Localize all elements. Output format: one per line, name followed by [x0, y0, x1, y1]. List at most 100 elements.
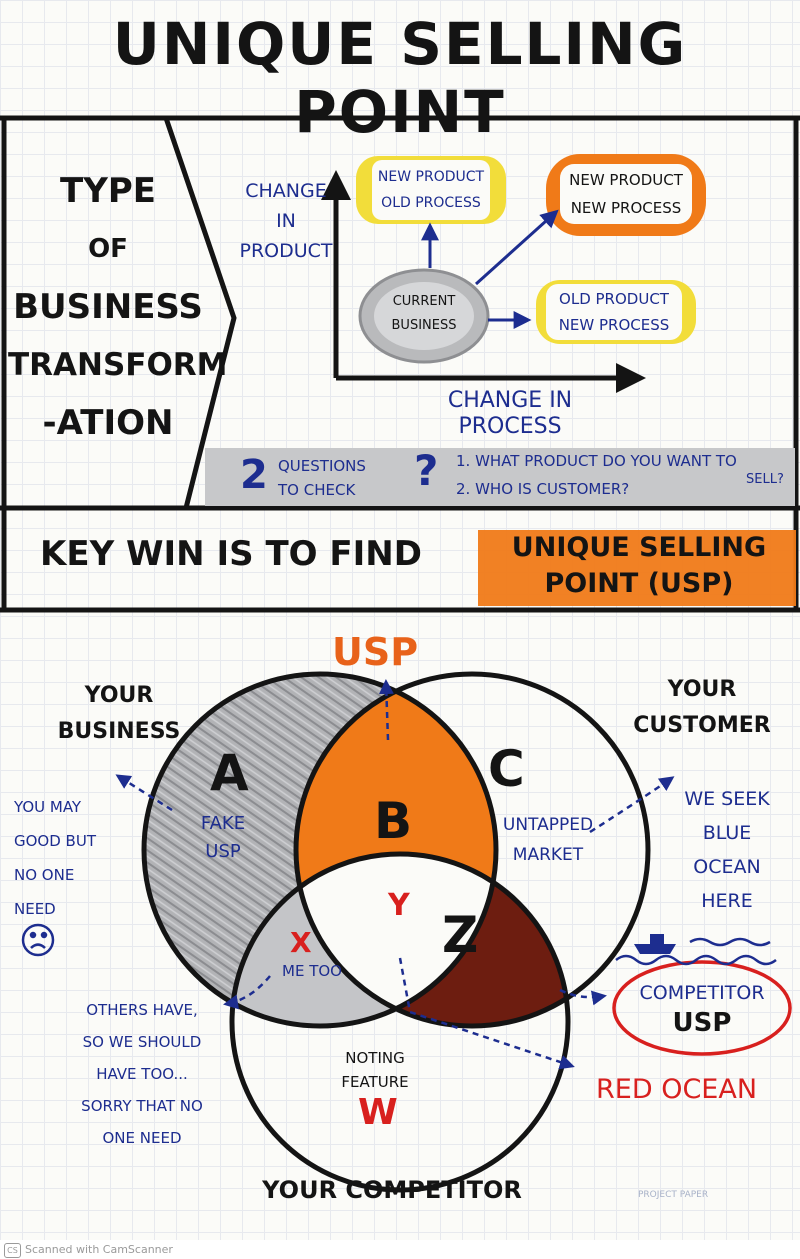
scan-footer: CS Scanned with CamScanner — [0, 1240, 800, 1259]
transformation-label-line: TYPE — [60, 171, 156, 211]
camscanner-logo-icon: CS — [4, 1242, 21, 1258]
region-c-line: UNTAPPED — [502, 815, 594, 835]
question-1: 1. WHAT PRODUCT DO YOU WANT TO — [456, 452, 737, 470]
old-product-new-process-box: OLD PRODUCT NEW PROCESS — [546, 286, 682, 338]
usp-highlight-marker — [478, 530, 796, 606]
region-x-text: ME TOO — [282, 962, 342, 980]
x-axis-label: CHANGE IN PROCESS — [410, 388, 610, 440]
competitor-usp-oval — [612, 960, 792, 1056]
region-c-text: UNTAPPED MARKET — [478, 810, 618, 870]
region-c-letter: C — [488, 740, 525, 798]
usp-highlight: UNIQUE SELLING POINT (USP) — [486, 530, 792, 602]
question-mark: ? — [414, 446, 439, 495]
note-line: BLUE — [702, 822, 752, 844]
region-w-line: NOTING — [345, 1049, 405, 1067]
competitor-circle — [229, 851, 571, 1193]
region-w-line: FEATURE — [341, 1073, 409, 1091]
note-line: HAVE TOO... — [96, 1065, 188, 1083]
your-competitor-label: YOUR COMPETITOR — [262, 1176, 522, 1204]
box-line: NEW PRODUCT — [377, 169, 485, 185]
transformation-axes — [321, 170, 646, 393]
question-1-end: SELL? — [746, 472, 784, 487]
venn-arrows — [115, 679, 675, 1070]
note-line: GOOD BUT — [14, 832, 96, 850]
transformation-label-line: -ATION — [42, 403, 174, 443]
scan-footer-text: Scanned with CamScanner — [25, 1243, 173, 1256]
boat-icon — [615, 934, 777, 966]
note-line: SORRY THAT NO — [81, 1097, 203, 1115]
competitor-usp-label: COMPETITOR USP — [616, 978, 788, 1038]
region-w-letter: W — [358, 1092, 398, 1133]
current-business-label: CURRENT BUSINESS — [370, 290, 478, 338]
business-circle — [141, 671, 499, 1029]
current-business-line: CURRENT — [392, 294, 456, 309]
region-b-letter: B — [374, 792, 413, 850]
usp-highlight-line: UNIQUE SELLING — [511, 532, 767, 563]
region-z-letter: Z — [442, 906, 479, 964]
your-customer-label: YOUR CUSTOMER — [612, 672, 792, 744]
region-a-letter: A — [210, 744, 249, 802]
transformation-arrows — [421, 209, 559, 329]
note-line: YOU MAY — [14, 798, 82, 816]
page-title: UNIQUE SELLING POINT — [112, 10, 688, 146]
x-axis-label-line: PROCESS — [458, 414, 562, 439]
transformation-label-line: TRANSFORM — [8, 347, 228, 383]
region-a-line: FAKE — [200, 813, 246, 834]
questions-number: 2 — [240, 452, 268, 498]
y-axis-label-line: PRODUCT — [239, 240, 333, 262]
region-a-line: USP — [205, 841, 241, 862]
box-line: NEW PRODUCT — [569, 171, 683, 189]
new-product-new-process-box: NEW PRODUCT NEW PROCESS — [560, 166, 692, 222]
y-axis-label-line: IN — [276, 210, 296, 232]
questions-label-line: QUESTIONS — [278, 457, 366, 475]
note-blue-ocean: WE SEEK BLUE OCEAN HERE — [672, 782, 782, 918]
current-business-line: BUSINESS — [391, 318, 457, 333]
region-x-letter: X — [290, 926, 312, 959]
questions-label: QUESTIONS TO CHECK — [278, 454, 366, 502]
y-axis-label: CHANGE IN PRODUCT — [238, 176, 334, 266]
competitor-usp-line: USP — [672, 1008, 732, 1038]
box-line: OLD PROCESS — [381, 195, 481, 211]
questions-band — [205, 448, 795, 506]
region-y-letter: Y — [388, 888, 410, 923]
note-you-may: YOU MAY GOOD BUT NO ONE NEED — [14, 790, 124, 926]
paper-watermark: PROJECT PAPER — [638, 1190, 709, 1200]
current-business-oval-inner — [374, 282, 474, 350]
new-product-old-process-box: NEW PRODUCT OLD PROCESS — [372, 164, 490, 216]
question-2: 2. WHO IS CUSTOMER? — [456, 480, 630, 498]
note-line: OTHERS HAVE, — [86, 1001, 198, 1019]
region-w-text: NOTING FEATURE — [310, 1046, 440, 1094]
box-line: NEW PROCESS — [570, 199, 682, 217]
note-line: NO ONE — [14, 866, 75, 884]
note-line: NEED — [14, 900, 56, 918]
sad-face-icon — [21, 923, 55, 957]
your-customer-line: YOUR — [667, 677, 737, 702]
note-line: OCEAN — [693, 856, 761, 878]
customer-circle — [293, 671, 651, 1029]
x-axis-label-line: CHANGE IN — [447, 388, 573, 413]
red-ocean-label: RED OCEAN — [596, 1074, 758, 1105]
box-line: OLD PRODUCT — [559, 290, 669, 308]
box-line: NEW PROCESS — [558, 316, 670, 334]
competitor-usp-line: COMPETITOR — [639, 982, 765, 1004]
region-a-text: FAKE USP — [178, 810, 268, 866]
note-others-have: OTHERS HAVE, SO WE SHOULD HAVE TOO... SO… — [42, 994, 242, 1154]
region-c-line: MARKET — [512, 845, 584, 865]
key-win-text: KEY WIN IS TO FIND — [40, 534, 422, 574]
transformation-label-line: BUSINESS — [13, 287, 203, 327]
note-line: SO WE SHOULD — [82, 1033, 202, 1051]
usp-label: USP — [332, 630, 419, 674]
your-business-label: YOUR BUSINESS — [34, 678, 204, 750]
your-customer-line: CUSTOMER — [633, 713, 771, 738]
transformation-label: TYPE OF BUSINESS TRANSFORM -ATION — [8, 162, 228, 452]
transformation-label-line: OF — [88, 234, 128, 264]
usp-highlight-line: POINT (USP) — [544, 568, 734, 599]
y-axis-label-line: CHANGE — [245, 180, 327, 202]
transformation-frame — [0, 115, 800, 613]
questions-label-line: TO CHECK — [278, 481, 356, 499]
note-line: ONE NEED — [102, 1129, 182, 1147]
note-line: HERE — [701, 890, 753, 912]
note-line: WE SEEK — [684, 788, 770, 810]
your-business-line: YOUR — [84, 683, 154, 708]
